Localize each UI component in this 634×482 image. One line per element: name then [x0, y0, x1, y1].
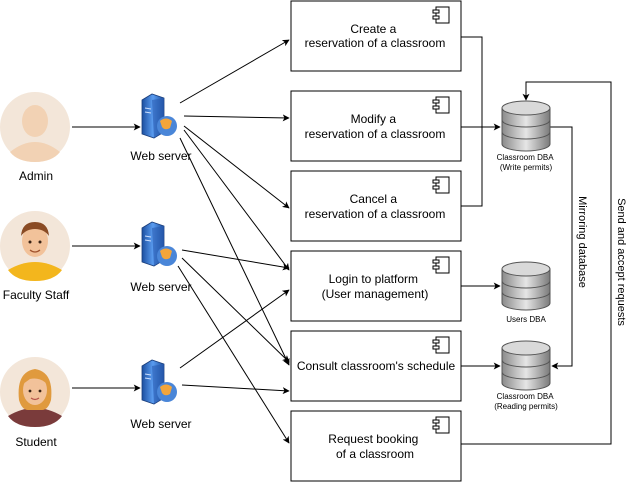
- component-icon: [432, 256, 450, 274]
- component-modify-label: Modify a reservation of a classroom: [305, 112, 446, 141]
- actor-student: Student: [0, 357, 70, 449]
- edge-s2-consult: [181, 257, 290, 363]
- component-create[interactable]: Create a reservation of a classroom: [290, 0, 462, 72]
- edge-s1-cancel: [183, 125, 290, 209]
- component-request-label: Request booking of a classroom: [328, 432, 421, 461]
- actor-admin: Admin: [0, 92, 70, 183]
- component-icon: [432, 6, 450, 24]
- web-server-1: Web server: [130, 93, 192, 163]
- component-cancel-label: Cancel a reservation of a classroom: [305, 192, 446, 221]
- edge-cancel-writedb: [461, 127, 483, 207]
- database-users: Users DBA: [501, 261, 551, 324]
- label-send-accept-requests: Send and accept requests: [615, 198, 627, 326]
- database-write: Classroom DBA (Write permits): [497, 100, 556, 172]
- actor-faculty: Faculty Staff: [0, 211, 70, 302]
- component-icon: [432, 176, 450, 194]
- edge-send-accept: [461, 81, 612, 445]
- web-server-2-label: Web server: [130, 280, 191, 294]
- edge-s1-modify: [183, 114, 290, 122]
- component-icon: [432, 96, 450, 114]
- label-mirroring-database: Mirroring database: [576, 196, 588, 288]
- component-login[interactable]: Login to platform (User management): [290, 250, 462, 322]
- database-write-label: Classroom DBA (Write permits): [497, 153, 556, 172]
- server-icon: [141, 359, 177, 405]
- component-modify[interactable]: Modify a reservation of a classroom: [290, 90, 462, 162]
- server-icon: [141, 221, 177, 267]
- component-request[interactable]: Request booking of a classroom: [290, 410, 462, 482]
- component-cancel[interactable]: Cancel a reservation of a classroom: [290, 170, 462, 242]
- edge-s1-login: [183, 129, 290, 271]
- web-server-1-label: Web server: [130, 149, 191, 163]
- component-login-label: Login to platform (User management): [322, 272, 429, 301]
- database-icon: [501, 261, 551, 311]
- web-server-3-label: Web server: [130, 417, 191, 431]
- component-icon: [432, 416, 450, 434]
- database-icon: [501, 340, 551, 391]
- component-consult[interactable]: Consult classroom's schedule: [290, 330, 462, 402]
- component-create-label: Create a reservation of a classroom: [305, 22, 446, 50]
- edge-s1-create: [179, 39, 290, 104]
- web-server-2: Web server: [130, 221, 192, 294]
- edge-s3-login: [179, 289, 290, 369]
- edge-mirroring: [550, 126, 573, 370]
- web-server-3: Web server: [130, 359, 192, 431]
- edge-s2-request: [177, 265, 290, 444]
- edge-s1-consult: [179, 137, 290, 366]
- component-icon: [432, 336, 450, 354]
- edge-create-writedb: [461, 36, 483, 127]
- server-icon: [141, 93, 177, 139]
- actor-faculty-label: Faculty Staff: [3, 288, 70, 302]
- database-read-label: Classroom DBA (Reading permits): [494, 392, 558, 411]
- database-icon: [501, 100, 551, 152]
- edges: [72, 36, 612, 445]
- edge-s2-login: [181, 249, 290, 271]
- edge-s3-consult: [181, 384, 290, 395]
- actor-admin-label: Admin: [19, 169, 53, 183]
- actor-student-label: Student: [15, 435, 57, 449]
- database-read: Classroom DBA (Reading permits): [494, 340, 558, 411]
- database-users-label: Users DBA: [506, 315, 546, 324]
- component-consult-label: Consult classroom's schedule: [297, 359, 456, 373]
